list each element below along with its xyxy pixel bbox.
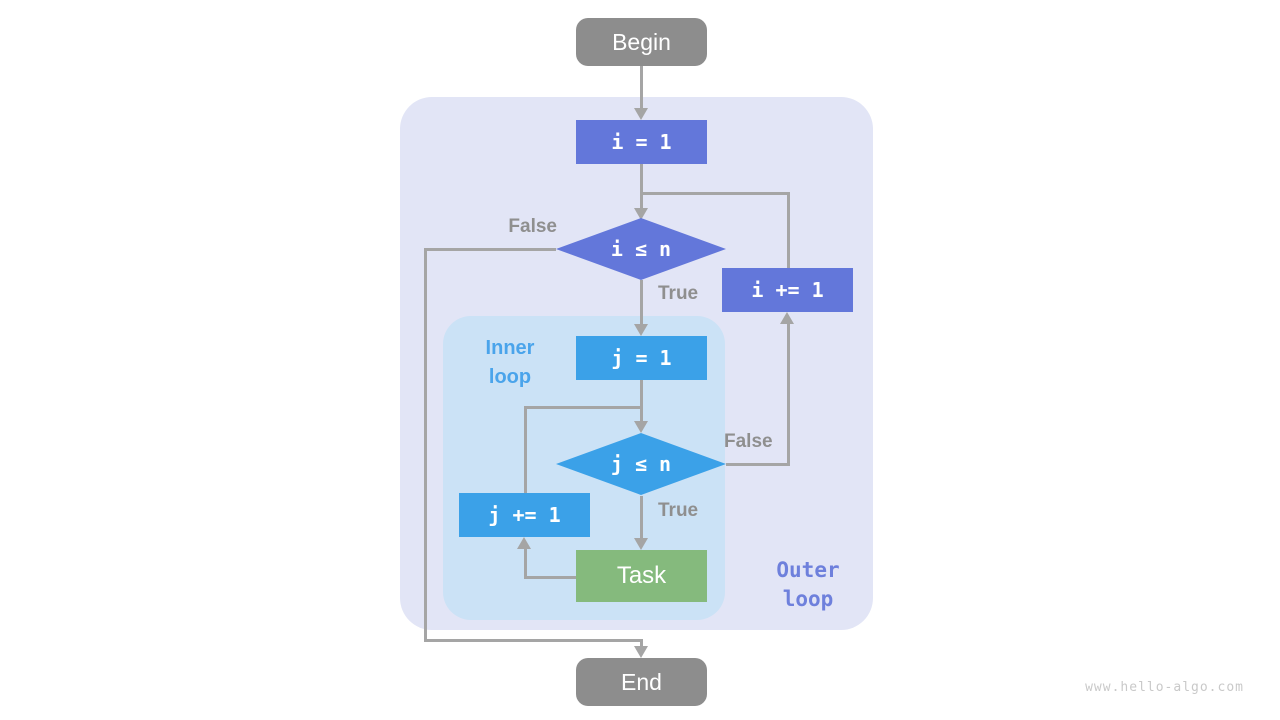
arrowhead-into-cond-j (634, 421, 648, 433)
arrowhead-into-task (634, 538, 648, 550)
arrowhead-into-cond-i (634, 208, 648, 220)
connector-false-inner-right (726, 462, 790, 466)
node-task: Task (576, 550, 707, 602)
node-init-j: j = 1 (576, 336, 707, 380)
node-inc-i: i += 1 (722, 268, 853, 312)
watermark-url: www.hello-algo.com (1085, 680, 1244, 695)
arrowhead-into-init-i (634, 108, 648, 120)
connector-false-outer-left (425, 247, 556, 251)
connector-init-i-to-cond-i (639, 163, 643, 213)
arrowhead-into-inc-j (516, 537, 531, 549)
connector-task-to-inc-j (523, 547, 527, 577)
connector-false-outer-down (423, 247, 427, 642)
node-begin: Begin (576, 18, 707, 66)
arrowhead-into-end (634, 646, 648, 658)
edge-label-outer-true: True (658, 283, 699, 304)
node-inc-j: j += 1 (459, 493, 590, 537)
connector-init-j-to-cond-j (639, 380, 643, 427)
outer-loop-label: Outer loop (776, 558, 840, 611)
connector-task-left (523, 575, 577, 579)
edge-label-inner-true: True (658, 500, 699, 521)
connector-begin-to-init-i (639, 66, 643, 112)
connector-inc-j-up (523, 405, 527, 493)
connector-inner-merge (523, 405, 641, 409)
connector-merge-top (639, 191, 790, 195)
edge-label-inner-false: False (724, 431, 773, 452)
node-end: End (576, 658, 707, 706)
connector-inc-i-up (786, 191, 790, 269)
connector-bottom-run (423, 638, 643, 642)
arrowhead-into-init-j (634, 324, 648, 336)
node-init-i: i = 1 (576, 120, 707, 164)
arrowhead-into-inc-i (779, 312, 794, 324)
connector-into-end (639, 638, 643, 651)
edge-label-outer-false: False (508, 216, 557, 237)
connector-true-inner (639, 496, 643, 542)
inner-loop-label: Inner loop (485, 337, 535, 388)
connector-true-outer (639, 280, 643, 328)
connector-false-inner-up (786, 322, 790, 466)
